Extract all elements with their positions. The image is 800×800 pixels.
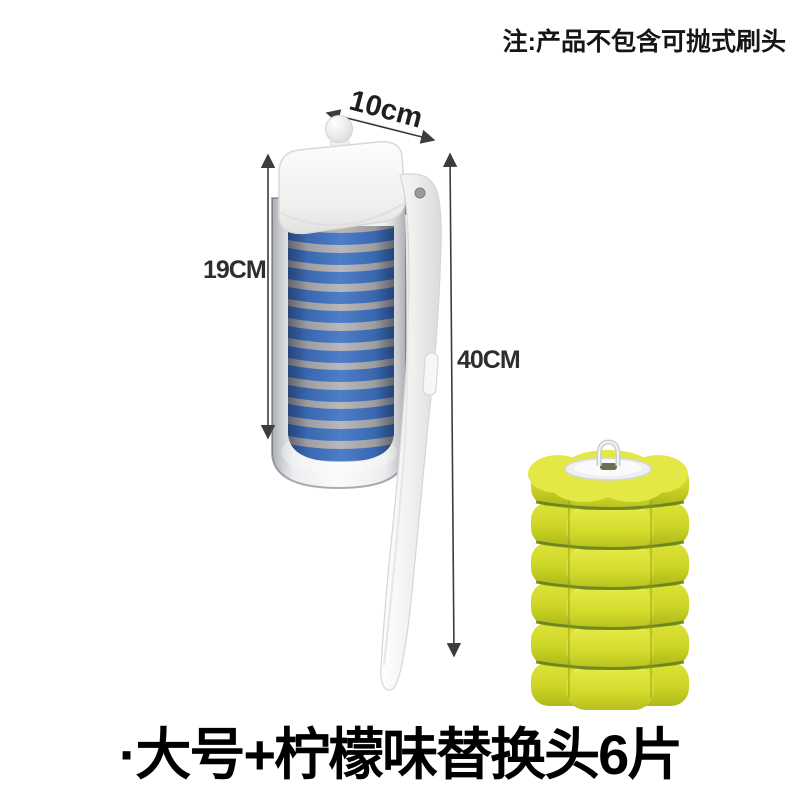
sponge-layer <box>531 502 689 550</box>
sponge-layer <box>531 582 689 630</box>
caption-text: ·大号+柠檬味替换头6片 <box>118 723 684 786</box>
note-text: 注:产品不包含可抛式刷头 <box>502 28 786 56</box>
brush-handle <box>380 173 442 691</box>
handle-slider <box>422 352 439 396</box>
sponge-layer <box>531 662 689 710</box>
sponge-stack <box>528 439 689 710</box>
total-height-arrow <box>442 152 462 658</box>
total-height-dimension-label: 40CM <box>457 346 521 374</box>
brush-cap <box>278 115 406 235</box>
sponge-layer <box>531 542 689 590</box>
sponge-hanger-disc <box>564 439 652 481</box>
sponge-layer <box>531 622 689 670</box>
container-height-dimension-label: 19CM <box>203 256 267 284</box>
sponge-lobe-creases <box>568 500 652 698</box>
handle-pin <box>414 187 426 199</box>
sponge-seams <box>535 500 685 670</box>
brush-product <box>271 115 442 691</box>
refill-roller-stripes <box>288 226 394 462</box>
